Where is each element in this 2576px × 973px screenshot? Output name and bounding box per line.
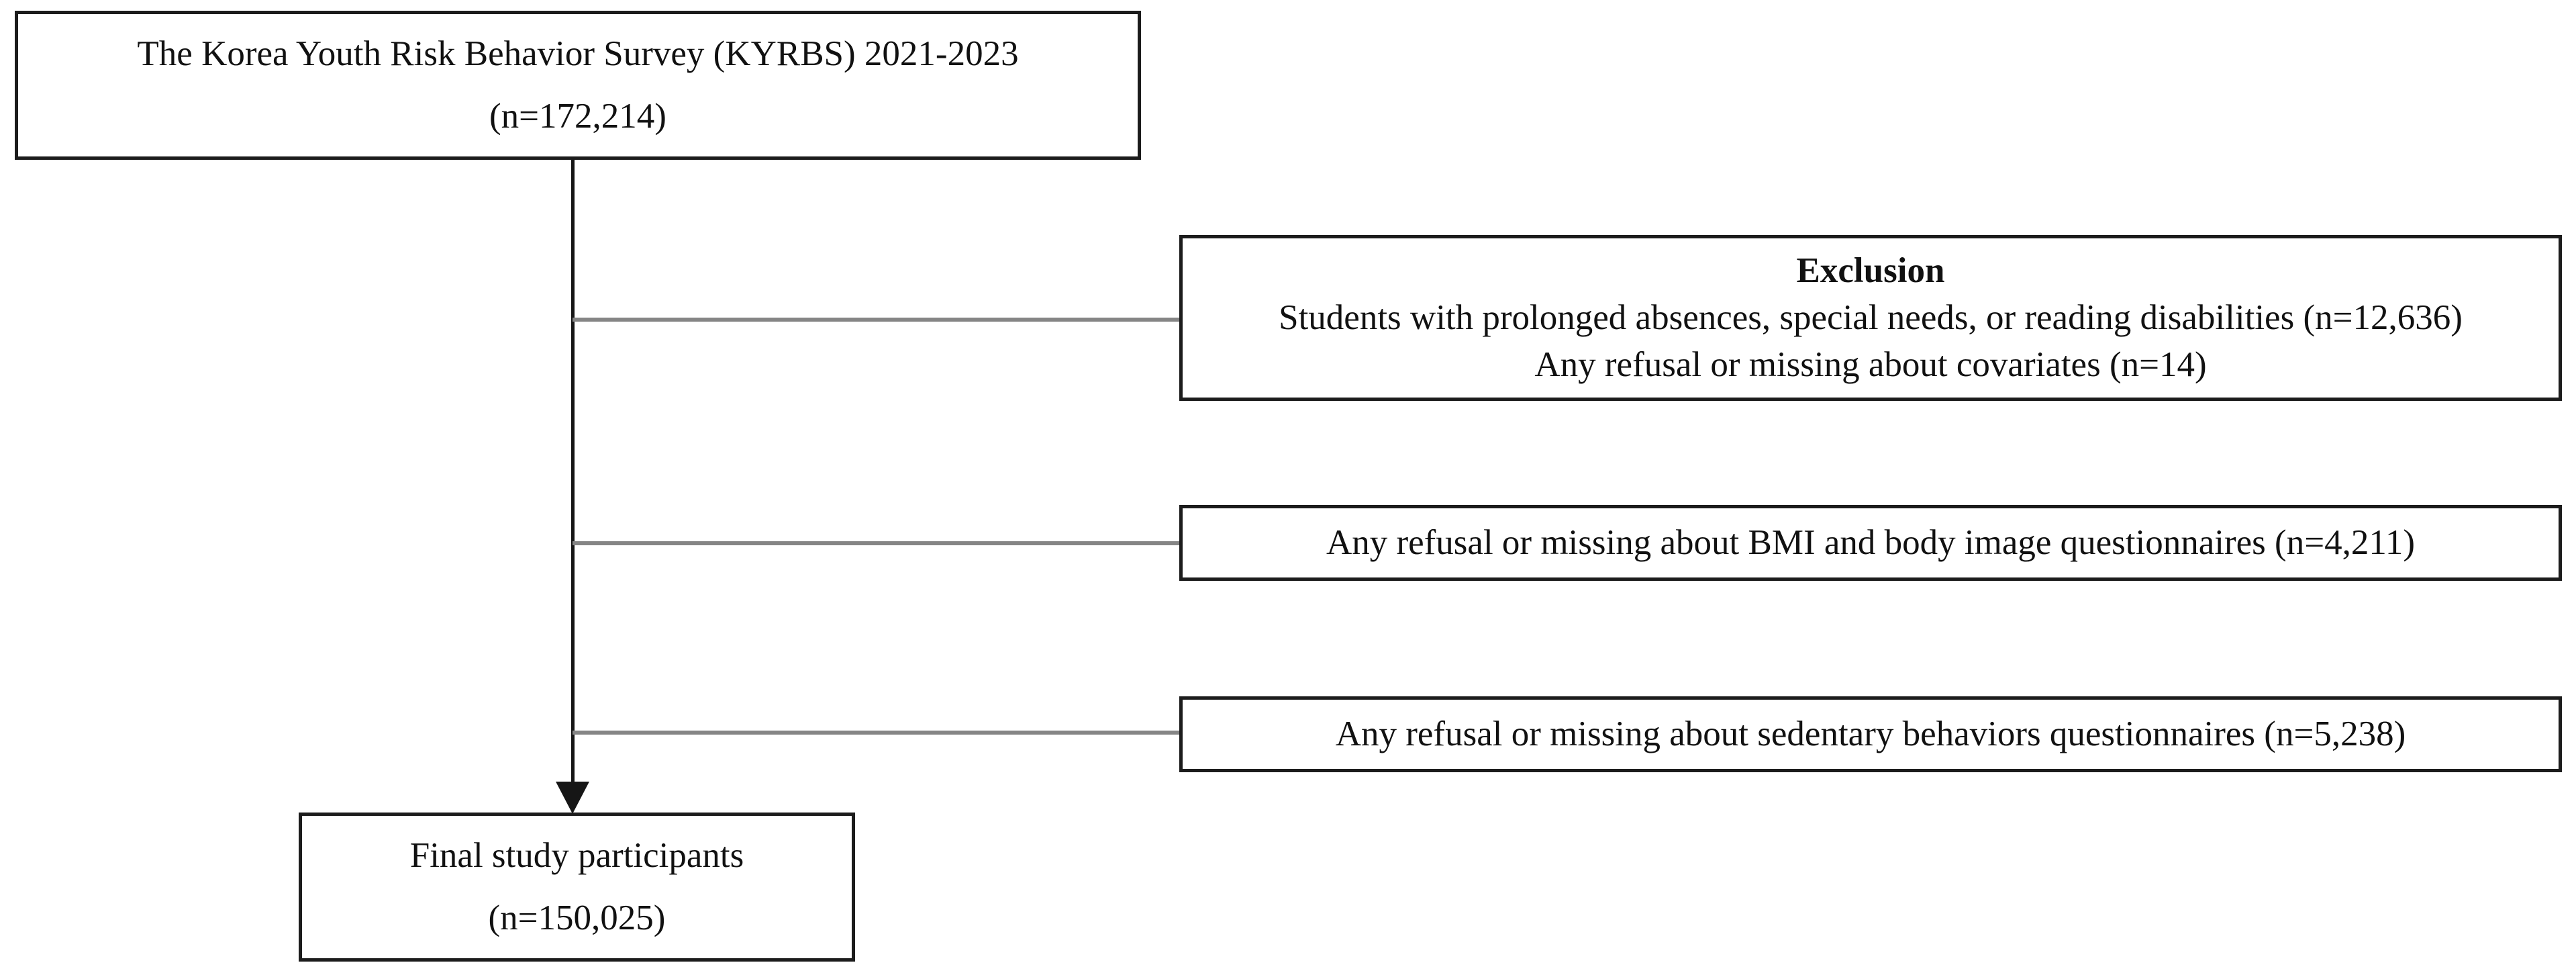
exclusion-box: Exclusion Students with prolonged absenc… (1179, 235, 2562, 401)
flow-vertical-line (571, 160, 575, 787)
source-population-count: (n=172,214) (489, 97, 666, 136)
sedentary-exclusion-box: Any refusal or missing about sedentary b… (1179, 696, 2562, 772)
arrow-down-icon (556, 782, 589, 814)
connector-to-sedentary-box (573, 731, 1179, 735)
sedentary-exclusion-text: Any refusal or missing about sedentary b… (1335, 714, 2406, 753)
exclusion-reason-1: Students with prolonged absences, specia… (1279, 297, 2463, 337)
bmi-exclusion-text: Any refusal or missing about BMI and bod… (1326, 522, 2416, 562)
connector-to-bmi-box (573, 541, 1179, 545)
bmi-exclusion-box: Any refusal or missing about BMI and bod… (1179, 505, 2562, 581)
source-population-box: The Korea Youth Risk Behavior Survey (KY… (15, 11, 1141, 160)
exclusion-title: Exclusion (1796, 250, 1945, 290)
source-population-title: The Korea Youth Risk Behavior Survey (KY… (137, 34, 1019, 73)
connector-to-exclusion-box (573, 318, 1179, 322)
final-participants-count: (n=150,025) (488, 898, 666, 937)
final-participants-box: Final study participants (n=150,025) (299, 813, 855, 962)
final-participants-title: Final study participants (409, 835, 744, 875)
exclusion-reason-2: Any refusal or missing about covariates … (1534, 345, 2207, 385)
